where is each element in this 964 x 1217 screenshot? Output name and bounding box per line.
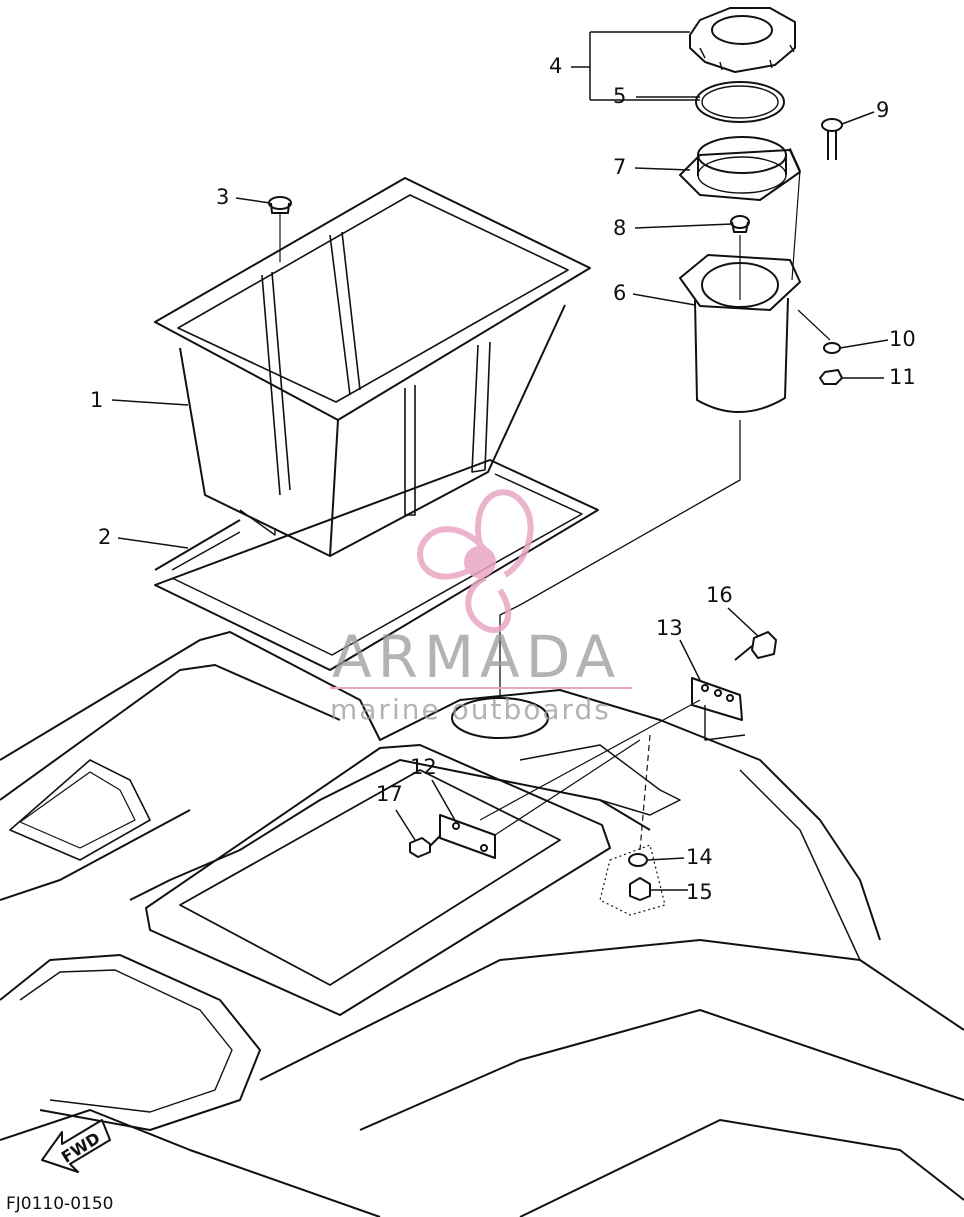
screw-3 bbox=[268, 196, 292, 262]
plug-8 bbox=[730, 215, 750, 300]
bolt-17 bbox=[409, 835, 441, 858]
watermark-subtitle: marine outboards bbox=[330, 693, 611, 726]
callout-9: 9 bbox=[876, 98, 890, 122]
callout-5: 5 bbox=[613, 84, 627, 108]
callout-1: 1 bbox=[90, 388, 104, 412]
nut-15 bbox=[629, 877, 651, 901]
nut-11 bbox=[819, 369, 843, 385]
diagram-code: FJ0110-0150 bbox=[6, 1194, 114, 1214]
callout-14: 14 bbox=[686, 845, 713, 869]
o-ring bbox=[695, 81, 785, 123]
watermark-title: ARMADA bbox=[332, 623, 622, 691]
box-gasket bbox=[154, 459, 599, 671]
callout-12: 12 bbox=[410, 755, 437, 779]
screw-9 bbox=[789, 118, 843, 281]
callout-8: 8 bbox=[613, 216, 627, 240]
callout-2: 2 bbox=[98, 525, 112, 549]
callout-17: 17 bbox=[376, 782, 403, 806]
callout-4: 4 bbox=[549, 54, 563, 78]
storage-box bbox=[154, 177, 591, 557]
callout-10: 10 bbox=[889, 327, 916, 351]
bracket-13 bbox=[691, 677, 746, 741]
callout-16: 16 bbox=[706, 583, 733, 607]
filler-cap bbox=[689, 7, 796, 73]
callout-7: 7 bbox=[613, 155, 627, 179]
leader-lines bbox=[111, 31, 889, 891]
watermark-logo bbox=[417, 489, 534, 633]
callout-11: 11 bbox=[889, 365, 916, 389]
washer-10 bbox=[797, 309, 841, 354]
fwd-arrow-icon bbox=[41, 1119, 111, 1173]
bolt-16 bbox=[734, 631, 777, 661]
callout-13: 13 bbox=[656, 616, 683, 640]
container-6 bbox=[499, 254, 801, 695]
callout-15: 15 bbox=[686, 880, 713, 904]
callout-3: 3 bbox=[216, 185, 230, 209]
hull-deck bbox=[0, 631, 964, 1217]
callout-6: 6 bbox=[613, 281, 627, 305]
washer-14 bbox=[628, 734, 651, 867]
bracket-12 bbox=[439, 699, 701, 859]
filler-neck-flange bbox=[679, 136, 801, 201]
